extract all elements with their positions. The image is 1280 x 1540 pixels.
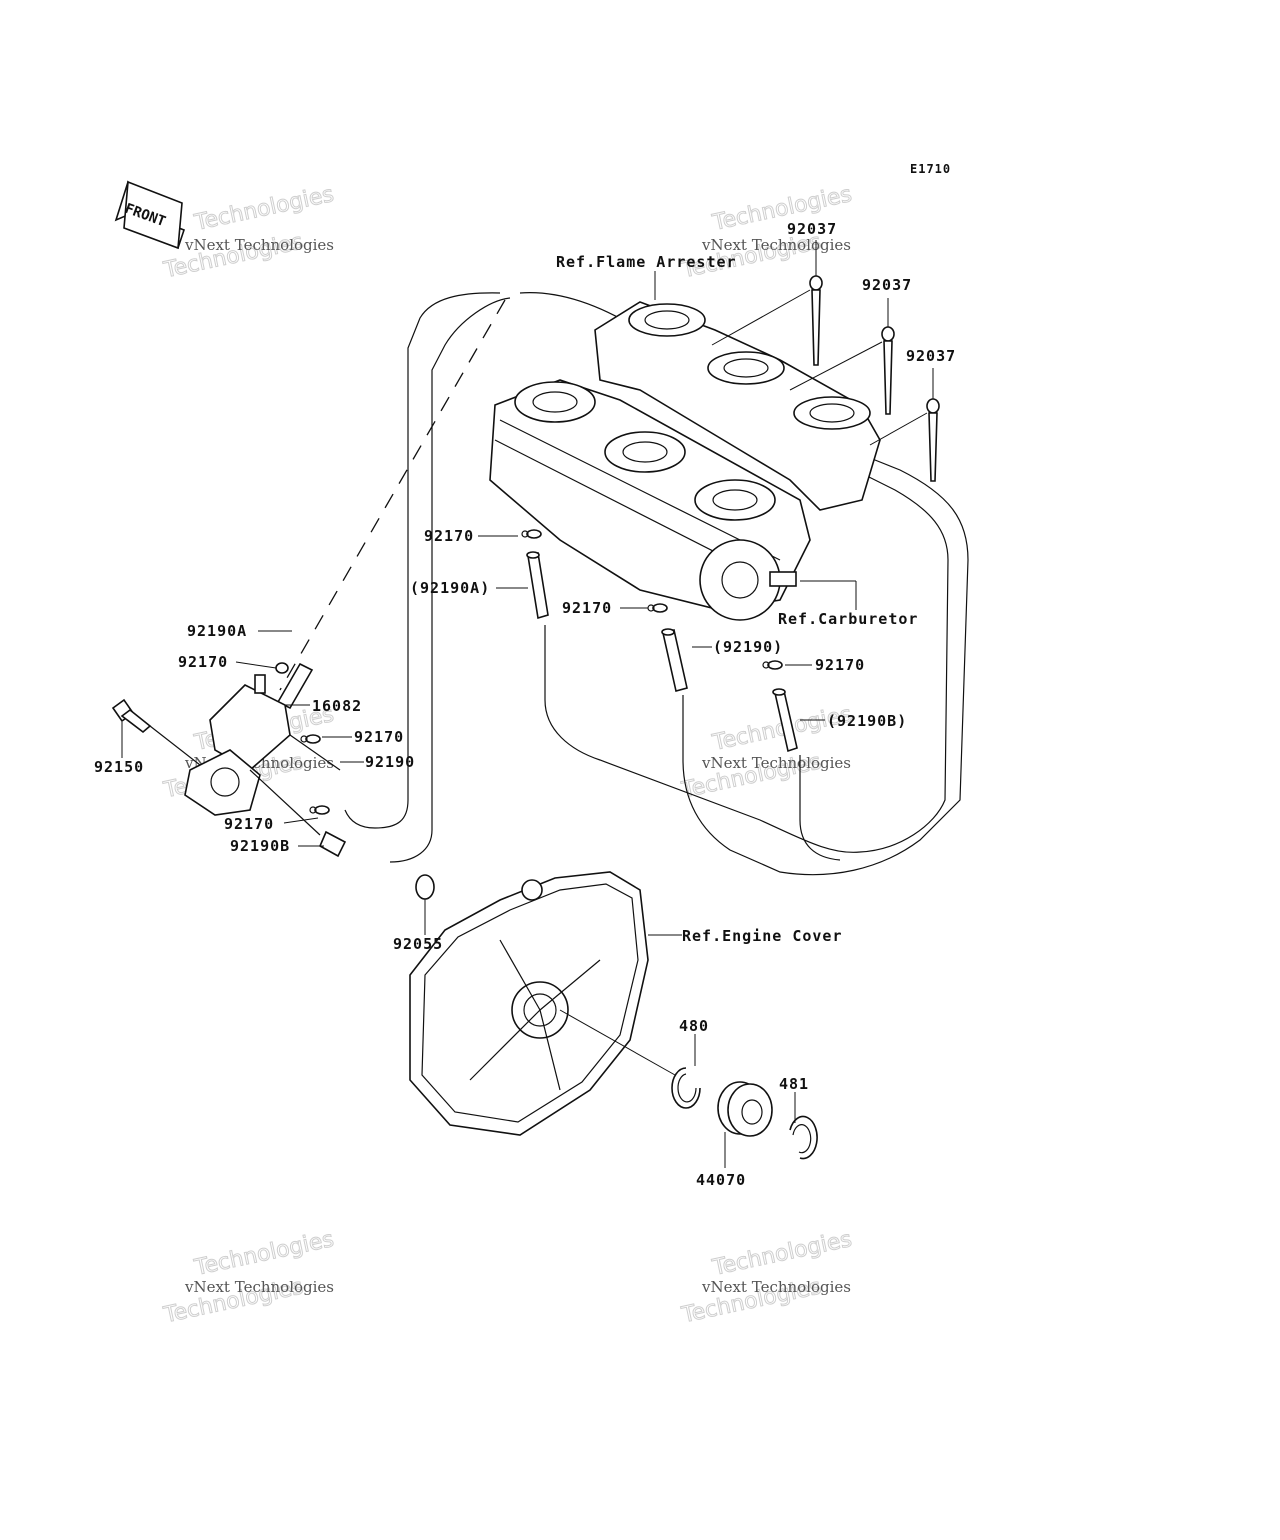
clamp-92170-f xyxy=(309,805,330,815)
engine-cover xyxy=(409,871,649,1136)
part-label-92170: 92170 xyxy=(224,815,274,833)
part-label-44070: 44070 xyxy=(696,1171,746,1189)
clamp-92170-b xyxy=(647,603,668,613)
watermark-outline: Technologies xyxy=(710,1227,854,1281)
ref-flame-arrester-label: Ref.Flame Arrester xyxy=(556,253,737,271)
stud-92037-c xyxy=(926,398,940,482)
watermark-text: vNext Technologies xyxy=(184,1278,334,1296)
part-label-92190A: 92190A xyxy=(187,622,247,640)
watermark-text: vNext Technologies xyxy=(184,236,334,254)
part-label-480: 480 xyxy=(679,1017,709,1035)
stud-92037-a xyxy=(809,275,823,366)
circlip-480 xyxy=(671,1067,701,1109)
bearing-44070 xyxy=(717,1081,773,1137)
watermark-text: vNext Technologies xyxy=(701,1278,851,1296)
part-label-92037: 92037 xyxy=(787,220,837,238)
part-label-481: 481 xyxy=(779,1075,809,1093)
hose-92190B-right xyxy=(772,688,798,753)
clamp-92170-a xyxy=(521,529,542,539)
bolt-92150 xyxy=(111,698,201,766)
carburetor-assembly xyxy=(489,301,881,621)
part-label-92190-paren: (92190) xyxy=(713,638,783,656)
diagram-code: E1710 xyxy=(910,162,951,176)
oring-92055 xyxy=(415,874,435,900)
watermark-text: vNext Technologies xyxy=(701,236,851,254)
leader-lines xyxy=(121,240,934,1168)
part-label-92170: 92170 xyxy=(354,728,404,746)
part-label-92170: 92170 xyxy=(178,653,228,671)
hose-92190A-left xyxy=(276,662,314,710)
watermark-text: vNext Technologies xyxy=(701,754,851,772)
part-label-92170: 92170 xyxy=(424,527,474,545)
stud-92037-b xyxy=(881,326,895,415)
hose-92190B-left xyxy=(318,830,347,858)
clamp-92170-c xyxy=(762,660,783,670)
part-label-92037: 92037 xyxy=(906,347,956,365)
circlip-481 xyxy=(789,1115,818,1160)
fuel-pump-16082 xyxy=(184,674,341,836)
part-label-92037: 92037 xyxy=(862,276,912,294)
ref-engine-cover-label: Ref.Engine Cover xyxy=(682,927,843,945)
hose-92190A-upper xyxy=(526,551,549,620)
watermark-outline: Technologies xyxy=(192,182,336,236)
watermark-outline: Technologies xyxy=(192,1227,336,1281)
part-label-92170: 92170 xyxy=(562,599,612,617)
part-label-92170: 92170 xyxy=(815,656,865,674)
part-label-92150: 92150 xyxy=(94,758,144,776)
ref-carburetor-label: Ref.Carburetor xyxy=(778,610,918,628)
clamp-92170-d xyxy=(275,662,289,674)
part-label-92190: 92190 xyxy=(365,753,415,771)
clamp-92170-e xyxy=(300,734,321,744)
hose-routing xyxy=(279,292,969,876)
part-label-92055: 92055 xyxy=(393,935,443,953)
part-label-16082: 16082 xyxy=(312,697,362,715)
hose-92190-mid xyxy=(661,628,688,692)
front-arrow-icon: FRONT xyxy=(114,180,186,250)
part-label-92190B-paren: (92190B) xyxy=(827,712,907,730)
part-label-92190B: 92190B xyxy=(230,837,290,855)
part-label-92190A-paren: (92190A) xyxy=(410,579,490,597)
